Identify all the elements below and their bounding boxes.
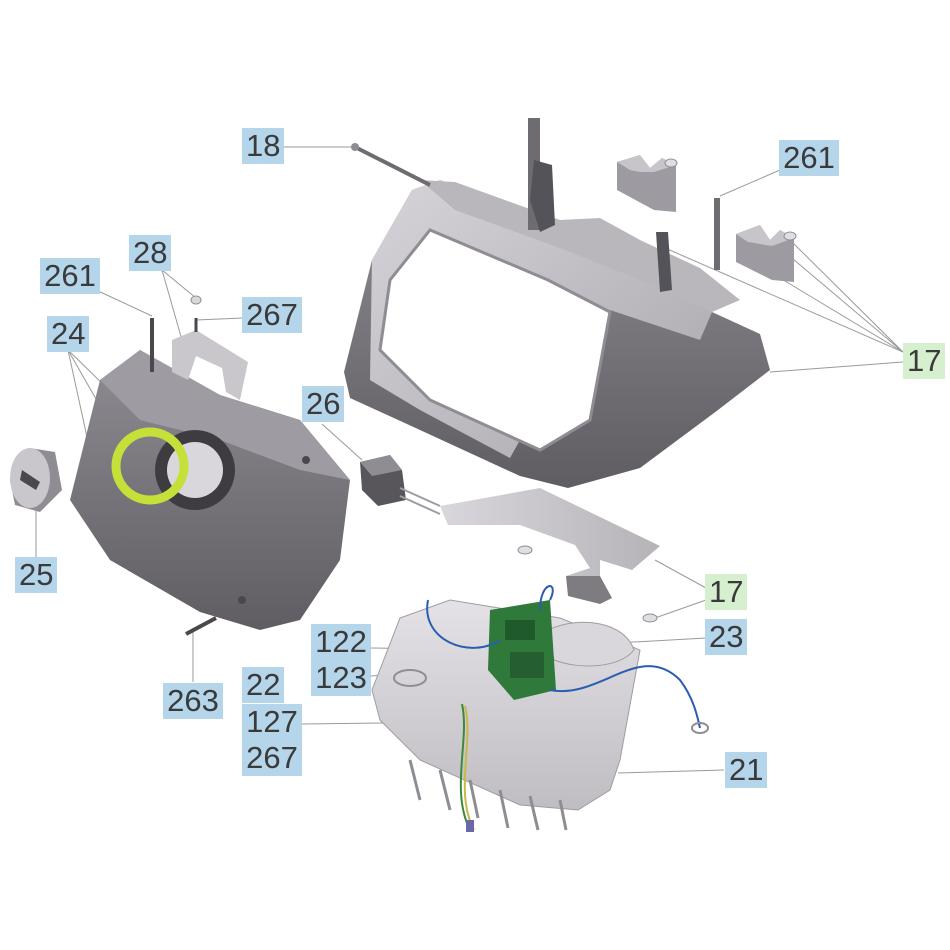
callout-28[interactable]: 28	[129, 235, 171, 271]
callout-26[interactable]: 26	[302, 386, 344, 422]
long-screw-18	[351, 143, 431, 187]
leader-17-top-d	[779, 247, 904, 353]
leader-17-mid-b	[654, 599, 707, 619]
callout-267-bottom[interactable]: 267	[242, 740, 302, 776]
callout-127[interactable]: 127	[242, 704, 302, 740]
leader-21	[617, 769, 725, 774]
leader-28b	[161, 269, 183, 341]
callout-261-top[interactable]: 261	[779, 140, 839, 176]
clamp-blocks	[617, 155, 797, 282]
mounting-plate	[440, 488, 660, 623]
base-tray	[371, 599, 641, 831]
callout-17-top[interactable]: 17	[903, 343, 945, 379]
wiring	[426, 585, 709, 832]
leader-17-top-e	[769, 361, 904, 373]
leader-28	[161, 269, 197, 299]
callout-267-top[interactable]: 267	[242, 297, 302, 333]
screw-263	[185, 616, 217, 636]
callout-22[interactable]: 22	[242, 667, 284, 703]
callout-17-mid[interactable]: 17	[705, 574, 747, 610]
callout-263[interactable]: 263	[163, 683, 223, 719]
callout-261-left[interactable]: 261	[40, 258, 100, 294]
callout-18[interactable]: 18	[242, 128, 284, 164]
circuit-board	[488, 600, 556, 700]
leader-17-top-c	[779, 277, 904, 353]
callout-21[interactable]: 21	[725, 752, 767, 788]
leader-17-mid-a	[654, 559, 707, 589]
control-knob	[10, 448, 62, 512]
front-cover	[70, 295, 350, 630]
leader-17-top-a	[664, 247, 904, 353]
callout-123[interactable]: 123	[311, 660, 371, 696]
upper-housing	[344, 118, 770, 488]
leader-261-left	[95, 289, 153, 317]
callout-24[interactable]: 24	[47, 316, 89, 352]
leader-26	[321, 423, 363, 461]
switch-26	[360, 455, 441, 515]
callout-25[interactable]: 25	[15, 557, 57, 593]
callout-122[interactable]: 122	[311, 624, 371, 660]
leader-261-top	[719, 169, 781, 197]
callout-23[interactable]: 23	[705, 619, 747, 655]
leader-267-top	[195, 317, 244, 321]
leader-17-top-b	[789, 239, 904, 353]
